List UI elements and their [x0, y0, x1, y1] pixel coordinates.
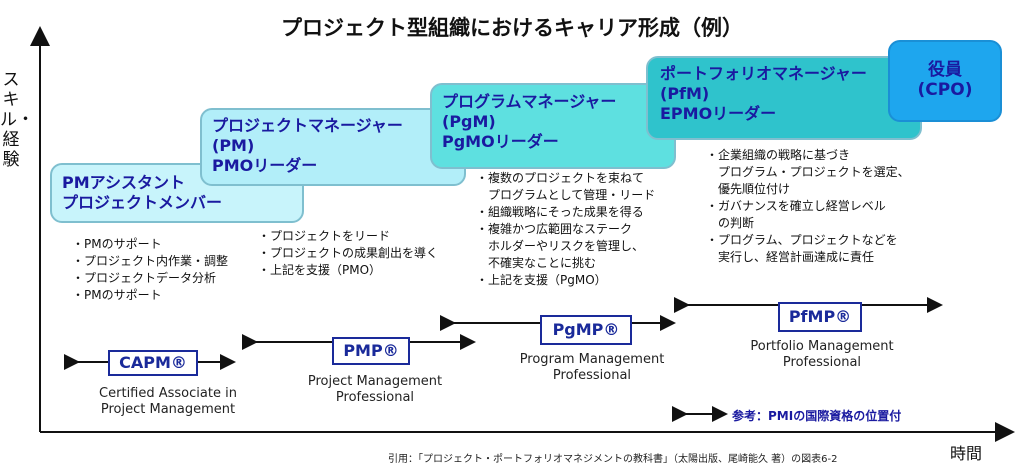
pgmp-badge: PgMP® [540, 315, 632, 345]
stage-portfolio-manager-box [646, 56, 922, 140]
stage-program-manager-label: プログラムマネージャー(PgM)PgMOリーダー [442, 92, 617, 151]
x-axis-label: 時間 [949, 444, 982, 463]
pm-assistant-duties: ・PMのサポート・プロジェクト内作業・調整・プロジェクトデータ分析・PMのサポー… [72, 237, 229, 302]
stage-program-manager-box [430, 83, 676, 169]
stage-portfolio-manager-label: ポートフォリオマネージャー(PfM)EPMOリーダー [660, 64, 867, 123]
program-manager-duties: ・複数のプロジェクトを束ねて プログラムとして管理・リード・組織戦略にそった成果… [476, 171, 656, 287]
source-citation: 引用：「プロジェクト・ポートフォリオマネジメントの教科書」（太陽出版、尾崎能久 … [388, 454, 838, 465]
portfolio-manager-duties: ・企業組織の戦略に基づき プログラム・プロジェクトを選定、 優先順位付け・ガバナ… [706, 148, 910, 264]
stage-project-manager-box [200, 108, 466, 186]
pmi-reference-note: 参考：PMIの国際資格の位置付 [732, 409, 902, 423]
pfmp-badge: PfMP® [778, 302, 862, 332]
project-manager-duties: ・プロジェクトをリード・プロジェクトの成果創出を導く・上記を支援（PMO） [258, 229, 439, 277]
y-axis-label: スキル・経験 [0, 70, 34, 170]
stage-pm-assistant-label: PMアシスタントプロジェクトメンバー [62, 173, 223, 212]
stage-executive-label: 役員(CPO) [917, 60, 973, 100]
diagram-title: プロジェクト型組織におけるキャリア形成（例） [281, 16, 743, 40]
capm-badge: CAPM® [108, 350, 198, 376]
pmp-badge: PMP® [332, 337, 410, 365]
stage-executive-box [888, 40, 1002, 122]
stage-project-manager-label: プロジェクトマネージャー(PM)PMOリーダー [212, 116, 403, 175]
